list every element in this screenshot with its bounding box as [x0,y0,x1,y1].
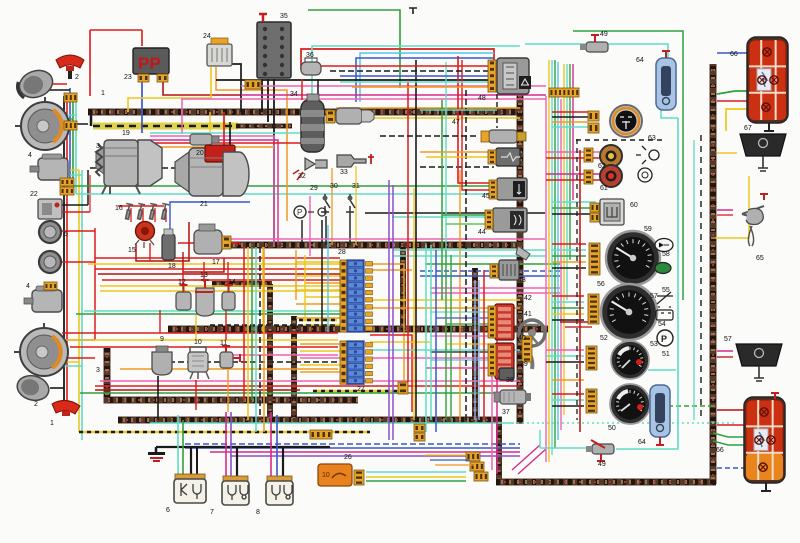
svg-text:33: 33 [340,169,348,176]
svg-text:57: 57 [724,336,732,343]
svg-text:19: 19 [122,130,130,137]
svg-text:1: 1 [50,420,54,427]
svg-text:9: 9 [160,336,164,343]
svg-text:12: 12 [178,279,186,286]
svg-text:67: 67 [744,125,752,132]
svg-text:56: 56 [597,281,605,288]
svg-text:P: P [297,208,302,217]
svg-text:62: 62 [598,163,606,170]
svg-text:16: 16 [115,205,123,212]
svg-text:7: 7 [210,509,214,516]
svg-text:59: 59 [644,226,652,233]
svg-text:2: 2 [34,401,38,408]
svg-text:43: 43 [518,277,526,284]
svg-text:52: 52 [600,335,608,342]
svg-text:32: 32 [298,173,306,180]
svg-text:PP: PP [138,54,161,73]
svg-text:35: 35 [280,13,288,20]
svg-text:63: 63 [648,135,656,142]
svg-text:65: 65 [756,255,764,262]
svg-text:28: 28 [338,249,346,256]
svg-text:4: 4 [28,152,32,159]
svg-text:27: 27 [357,386,365,393]
svg-text:57: 57 [650,293,658,300]
svg-text:54: 54 [658,321,666,328]
svg-text:41: 41 [524,311,532,318]
svg-text:50: 50 [608,425,616,432]
svg-text:38: 38 [506,377,514,384]
svg-text:10: 10 [322,472,330,479]
svg-text:29: 29 [310,185,318,192]
svg-text:53: 53 [650,341,658,348]
svg-text:34: 34 [290,91,298,98]
svg-text:21: 21 [200,201,208,208]
svg-text:66: 66 [730,51,738,58]
svg-text:2: 2 [75,74,79,81]
svg-text:14: 14 [228,279,236,286]
svg-text:13: 13 [200,272,208,279]
svg-text:55: 55 [662,287,670,294]
svg-text:58: 58 [662,251,670,258]
svg-text:26: 26 [344,454,352,461]
svg-text:48: 48 [478,95,486,102]
svg-text:8: 8 [256,509,260,516]
svg-text:11: 11 [220,340,227,347]
svg-text:40: 40 [518,335,526,342]
svg-text:22: 22 [30,191,38,198]
svg-text:4: 4 [26,283,30,290]
svg-text:24: 24 [203,33,211,40]
svg-text:3: 3 [96,367,100,374]
svg-text:5: 5 [64,231,68,238]
svg-text:49: 49 [600,31,608,38]
svg-text:17: 17 [212,259,220,266]
svg-text:P: P [661,334,667,344]
svg-text:23: 23 [124,74,132,81]
svg-text:64: 64 [638,439,646,446]
svg-text:6: 6 [166,507,170,514]
svg-text:37: 37 [502,409,510,416]
svg-text:47: 47 [452,119,460,126]
svg-text:36: 36 [306,52,314,59]
svg-text:51: 51 [662,351,670,358]
svg-text:39: 39 [520,361,528,368]
svg-text:45: 45 [482,193,490,200]
svg-text:31: 31 [352,183,360,190]
svg-text:44: 44 [478,229,486,236]
svg-text:66: 66 [716,447,724,454]
svg-text:61: 61 [600,185,608,192]
svg-text:30: 30 [330,183,338,190]
svg-text:3: 3 [96,143,100,150]
svg-text:20: 20 [196,150,204,157]
svg-text:10: 10 [194,339,202,346]
svg-text:60: 60 [630,202,638,209]
svg-text:49: 49 [598,461,606,468]
svg-text:64: 64 [636,57,644,64]
svg-text:18: 18 [168,263,176,270]
svg-text:15: 15 [128,247,136,254]
svg-text:1: 1 [101,90,105,97]
svg-text:42: 42 [524,295,532,302]
